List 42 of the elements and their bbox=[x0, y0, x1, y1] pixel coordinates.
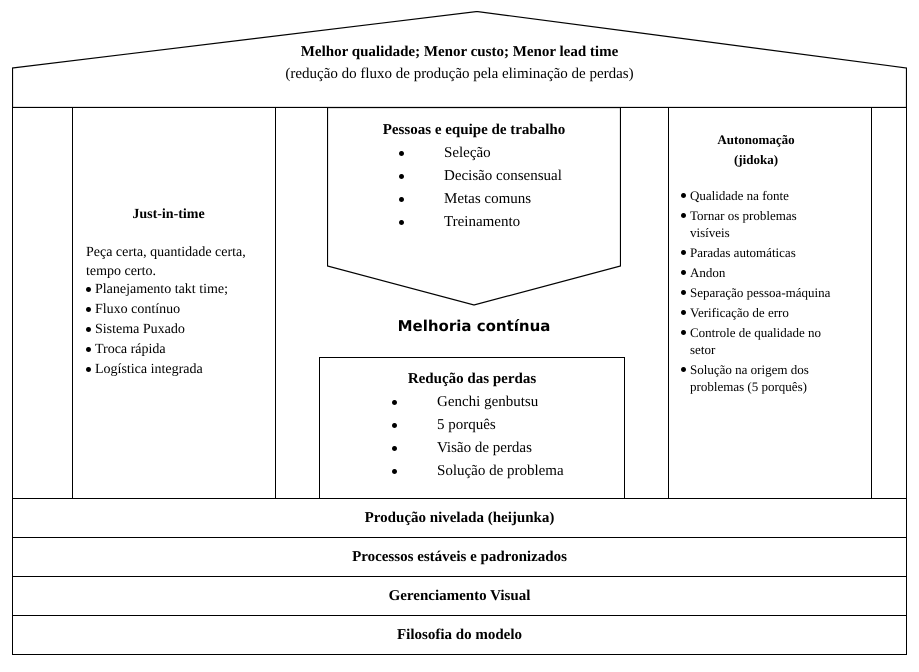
content-box bbox=[319, 357, 625, 499]
list-item: Treinamento bbox=[444, 212, 520, 232]
roof-shape bbox=[12, 11, 907, 108]
heading: Pessoas e equipe de trabalho bbox=[382, 121, 566, 140]
section-label: Melhoria contínua bbox=[396, 316, 552, 337]
foundation-band bbox=[12, 537, 907, 577]
subtitle: (redução do fluxo de produção pela eliminação de perdas) bbox=[285, 65, 634, 84]
heading: Redução das perdas bbox=[408, 370, 536, 389]
list-item: Logística integrada bbox=[95, 361, 203, 378]
chevron-shape bbox=[327, 107, 621, 307]
list-item: Metas comuns bbox=[444, 190, 532, 208]
list-item: Genchi genbutsu bbox=[437, 392, 538, 412]
band-label: Processos estáveis e padronizados bbox=[352, 548, 567, 567]
list-item: Sistema Puxado bbox=[95, 321, 185, 338]
foundation-band bbox=[12, 576, 907, 616]
list-item: Andon bbox=[690, 264, 726, 281]
list-item: Controle de qualidade no setor bbox=[690, 324, 822, 358]
list-item: Planejamento takt time; bbox=[95, 281, 228, 298]
list-item: Solução de problema bbox=[437, 462, 564, 480]
band-label: Produção nivelada (heijunka) bbox=[364, 508, 554, 528]
band-label: Filosofia do modelo bbox=[396, 626, 522, 645]
list-item: Troca rápida bbox=[95, 341, 166, 358]
foundation-band bbox=[12, 498, 907, 538]
list-item: Visão de perdas bbox=[437, 438, 532, 458]
heading: Just-in-time bbox=[131, 206, 206, 224]
list-item: Fluxo contínuo bbox=[95, 301, 180, 318]
list-item: Decisão consensual bbox=[444, 166, 562, 186]
foundation-band bbox=[12, 615, 907, 655]
list-item: 5 porquês bbox=[437, 416, 496, 434]
pillar-box bbox=[668, 107, 872, 499]
list-item: Separação pessoa-máquina bbox=[690, 284, 830, 301]
list-item: Seleção bbox=[444, 144, 491, 162]
list-item: Solução na origem dos problemas (5 porquês) bbox=[690, 361, 810, 395]
list-item: Qualidade na fonte bbox=[690, 187, 789, 204]
heading: Melhor qualidade; Menor custo; Menor lead time bbox=[300, 43, 618, 62]
list-item: Paradas automáticas bbox=[690, 244, 796, 261]
heading: Autonomação (jidoka) bbox=[716, 131, 796, 169]
band-label: Gerenciamento Visual bbox=[388, 586, 530, 606]
list-item: Tornar os problemas visíveis bbox=[690, 207, 798, 241]
pillar-box bbox=[72, 107, 276, 499]
list-item: Verificação de erro bbox=[690, 304, 789, 321]
description: Peça certa, quantidade certa, tempo certo. bbox=[86, 244, 247, 281]
